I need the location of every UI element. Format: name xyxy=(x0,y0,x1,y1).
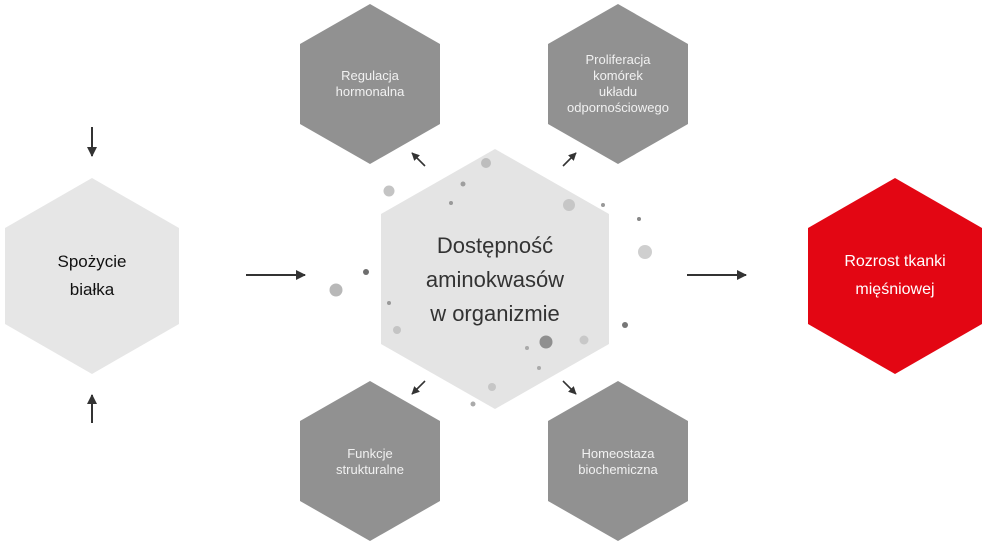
center-label-line-2: aminokwasów xyxy=(425,267,565,292)
immune-label-line-1: Proliferacja xyxy=(585,52,651,67)
homeostasis-label-line-1: Homeostaza xyxy=(581,446,655,461)
immune-label-line-2: komórek xyxy=(593,68,643,83)
arrow-to-hormonal xyxy=(411,152,426,167)
structural-hexagon xyxy=(300,381,440,541)
hormonal-label-line-2: hormonalna xyxy=(335,84,405,99)
structural-label: Funkcje strukturalne xyxy=(305,428,435,496)
growth-label: Rozrost tkanki mięśniowej xyxy=(815,238,975,314)
hormonal-hexagon xyxy=(300,4,440,164)
arrow-to-structural xyxy=(411,380,426,395)
hormonal-label: Regulacja hormonalna xyxy=(305,50,435,118)
immune-hexagon xyxy=(548,4,688,164)
hormonal-label-line-1: Regulacja xyxy=(341,68,399,83)
homeostasis-label-line-2: biochemiczna xyxy=(578,462,658,477)
intake-label-line-1: Spożycie xyxy=(57,252,127,271)
center-label: Dostępność aminokwasów w organizmie xyxy=(395,225,595,335)
growth-label-line-1: Rozrost tkanki xyxy=(844,253,946,270)
immune-label-line-3: układu xyxy=(598,84,638,99)
homeostasis-hexagon xyxy=(548,381,688,541)
center-label-line-1: Dostępność xyxy=(436,233,554,258)
arrow-to-immune xyxy=(562,152,577,167)
center-label-line-3: w organizmie xyxy=(430,301,560,326)
arrow-to-homeostasis xyxy=(562,380,577,395)
growth-hexagon xyxy=(808,178,982,374)
intake-label: Spożycie białka xyxy=(12,238,172,314)
structural-label-line-1: Funkcje xyxy=(347,446,393,461)
homeostasis-label: Homeostaza biochemiczna xyxy=(553,428,683,496)
growth-label-line-2: mięśniowej xyxy=(855,281,935,298)
intake-label-line-2: białka xyxy=(69,280,115,299)
intake-hexagon xyxy=(5,178,179,374)
decorative-dots xyxy=(329,158,652,407)
structural-label-line-2: strukturalne xyxy=(336,462,404,477)
immune-label-line-4: odpornościowego xyxy=(567,100,669,115)
immune-label: Proliferacja komórek układu odpornościow… xyxy=(553,44,683,124)
